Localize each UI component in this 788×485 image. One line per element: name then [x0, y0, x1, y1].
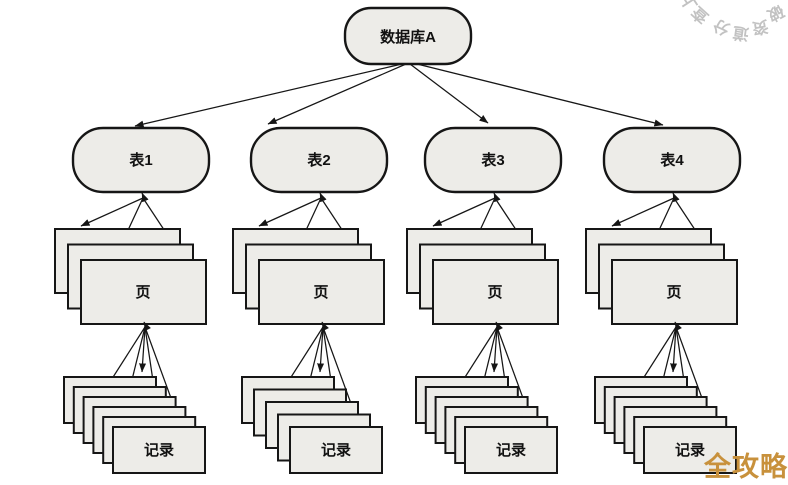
- record-label-2: 记录: [321, 442, 351, 459]
- record-label-4: 记录: [675, 442, 705, 459]
- arrow-up-to-table-3: [493, 192, 501, 203]
- table-node-3: [423, 126, 563, 194]
- arrow-page-to-record: [670, 326, 678, 373]
- table-node-1: [71, 126, 211, 194]
- arrow-table-to-page: [80, 197, 144, 227]
- page-label-3: 页: [487, 284, 502, 301]
- arrow-page-to-record: [317, 326, 325, 373]
- database-label: 数据库A: [380, 28, 436, 46]
- table-label-3: 表3: [481, 151, 504, 169]
- page-rect-2-3: [258, 259, 385, 325]
- arrow-up-to-page-3: [495, 321, 503, 332]
- database-node: 数据库A: [343, 6, 473, 66]
- arrow-table-to-page: [258, 197, 322, 227]
- arrow-db-to-table-2: [267, 63, 407, 125]
- arrow-up-to-page-2: [321, 321, 329, 332]
- arrow-db-to-table-4: [412, 62, 664, 127]
- page-label-2: 页: [313, 284, 328, 301]
- page-label-4: 页: [666, 284, 681, 301]
- arrow-up-to-table-4: [672, 192, 680, 203]
- record-rect-4-6: [643, 426, 737, 474]
- arrow-db-to-table-3: [409, 63, 489, 124]
- page-label-1: 页: [135, 284, 150, 301]
- arrow-table-to-page: [432, 197, 496, 227]
- record-label-3: 记录: [496, 442, 526, 459]
- arrow-up-to-page-1: [143, 321, 151, 332]
- arrow-page-to-record: [139, 326, 147, 373]
- page-rect-3-3: [432, 259, 559, 325]
- arrow-db-to-table-1: [134, 63, 403, 128]
- brand-text: 全攻略: [704, 452, 788, 482]
- record-rect-2-5: [289, 426, 383, 474]
- table-label-4: 表4: [660, 151, 684, 169]
- table-label-1: 表1: [129, 151, 152, 169]
- database-node-shape: [343, 6, 473, 66]
- table-label-2: 表2: [307, 151, 330, 169]
- arrow-up-to-table-2: [319, 192, 327, 203]
- page-rect-4-3: [611, 259, 738, 325]
- page-rect-1-3: [80, 259, 207, 325]
- arrow-table-to-page: [611, 197, 675, 227]
- arrow-up-to-table-1: [141, 192, 149, 203]
- record-rect-1-6: [112, 426, 206, 474]
- record-rect-3-6: [464, 426, 558, 474]
- arrow-up-to-page-4: [674, 321, 682, 332]
- table-node-2: [249, 126, 389, 194]
- record-label-1: 记录: [144, 442, 174, 459]
- arrow-page-to-record: [491, 326, 499, 373]
- table-node-4: [602, 126, 742, 194]
